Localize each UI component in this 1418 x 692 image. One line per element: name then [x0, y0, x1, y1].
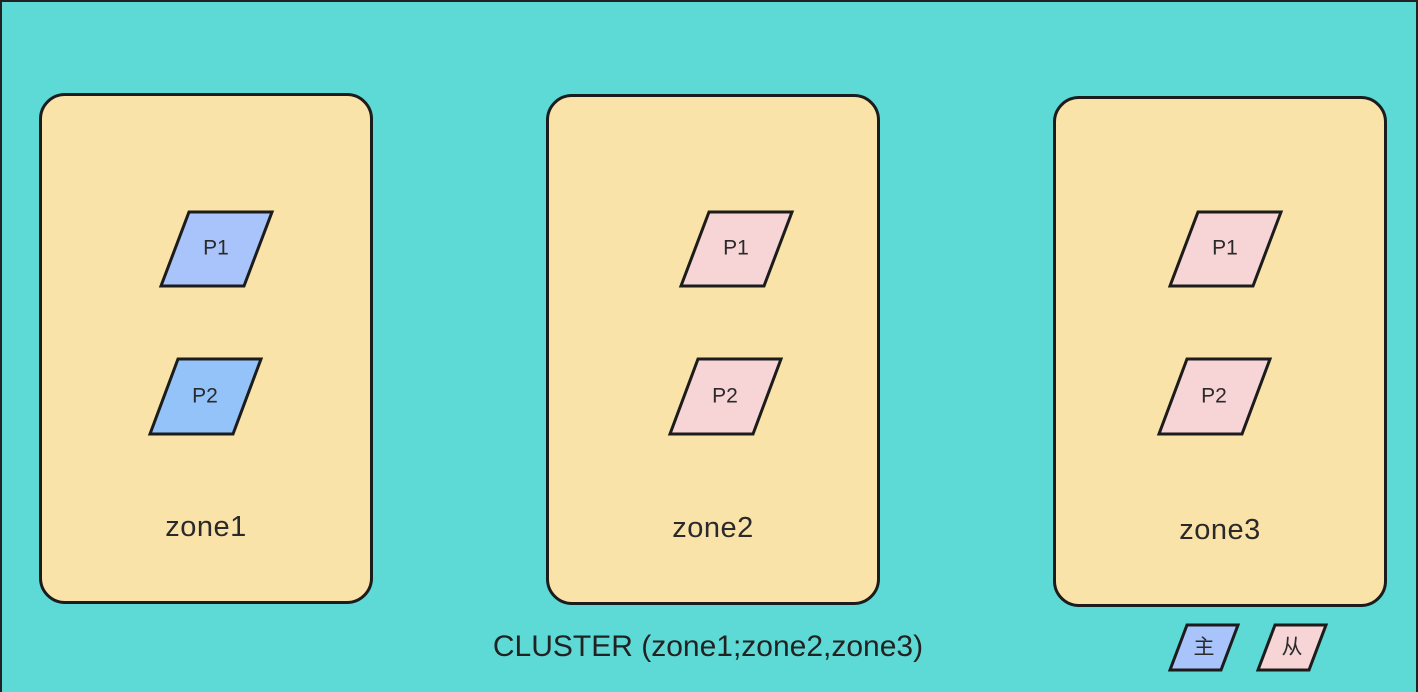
partition-shape — [158, 210, 275, 288]
zone-box-2: zone2 — [546, 94, 880, 605]
legend-swatch-replica — [1255, 623, 1329, 672]
legend-swatch-primary — [1167, 623, 1241, 672]
cluster-label: CLUSTER (zone1;zone2,zone3) — [492, 630, 924, 663]
partition-label: P2 — [712, 385, 738, 408]
partition-label: P2 — [192, 385, 218, 408]
zone-label: zone1 — [165, 511, 247, 543]
partition-label: P1 — [723, 237, 749, 260]
partition-shape — [1167, 210, 1284, 288]
legend-item-primary: 主 — [1167, 623, 1241, 672]
partition-shape — [1156, 357, 1273, 436]
partition-zone2-p2: P2 — [667, 357, 784, 436]
partition-zone1-p2: P2 — [147, 357, 264, 436]
legend-label: 从 — [1282, 635, 1303, 659]
legend-item-replica: 从 — [1255, 623, 1329, 672]
legend-label: 主 — [1194, 635, 1215, 659]
partition-label: P1 — [203, 237, 229, 260]
zone-label: zone3 — [1179, 514, 1261, 546]
partition-shape — [678, 210, 795, 288]
partition-zone1-p1: P1 — [158, 210, 275, 288]
zone-box-1: zone1 — [39, 93, 373, 604]
partition-zone3-p1: P1 — [1167, 210, 1284, 288]
partition-zone2-p1: P1 — [678, 210, 795, 288]
zone-box-3: zone3 — [1053, 96, 1387, 607]
partition-shape — [147, 357, 264, 436]
partition-label: P2 — [1201, 385, 1227, 408]
partition-zone3-p2: P2 — [1156, 357, 1273, 436]
partition-shape — [667, 357, 784, 436]
zone-label: zone2 — [672, 512, 754, 544]
partition-label: P1 — [1212, 237, 1238, 260]
